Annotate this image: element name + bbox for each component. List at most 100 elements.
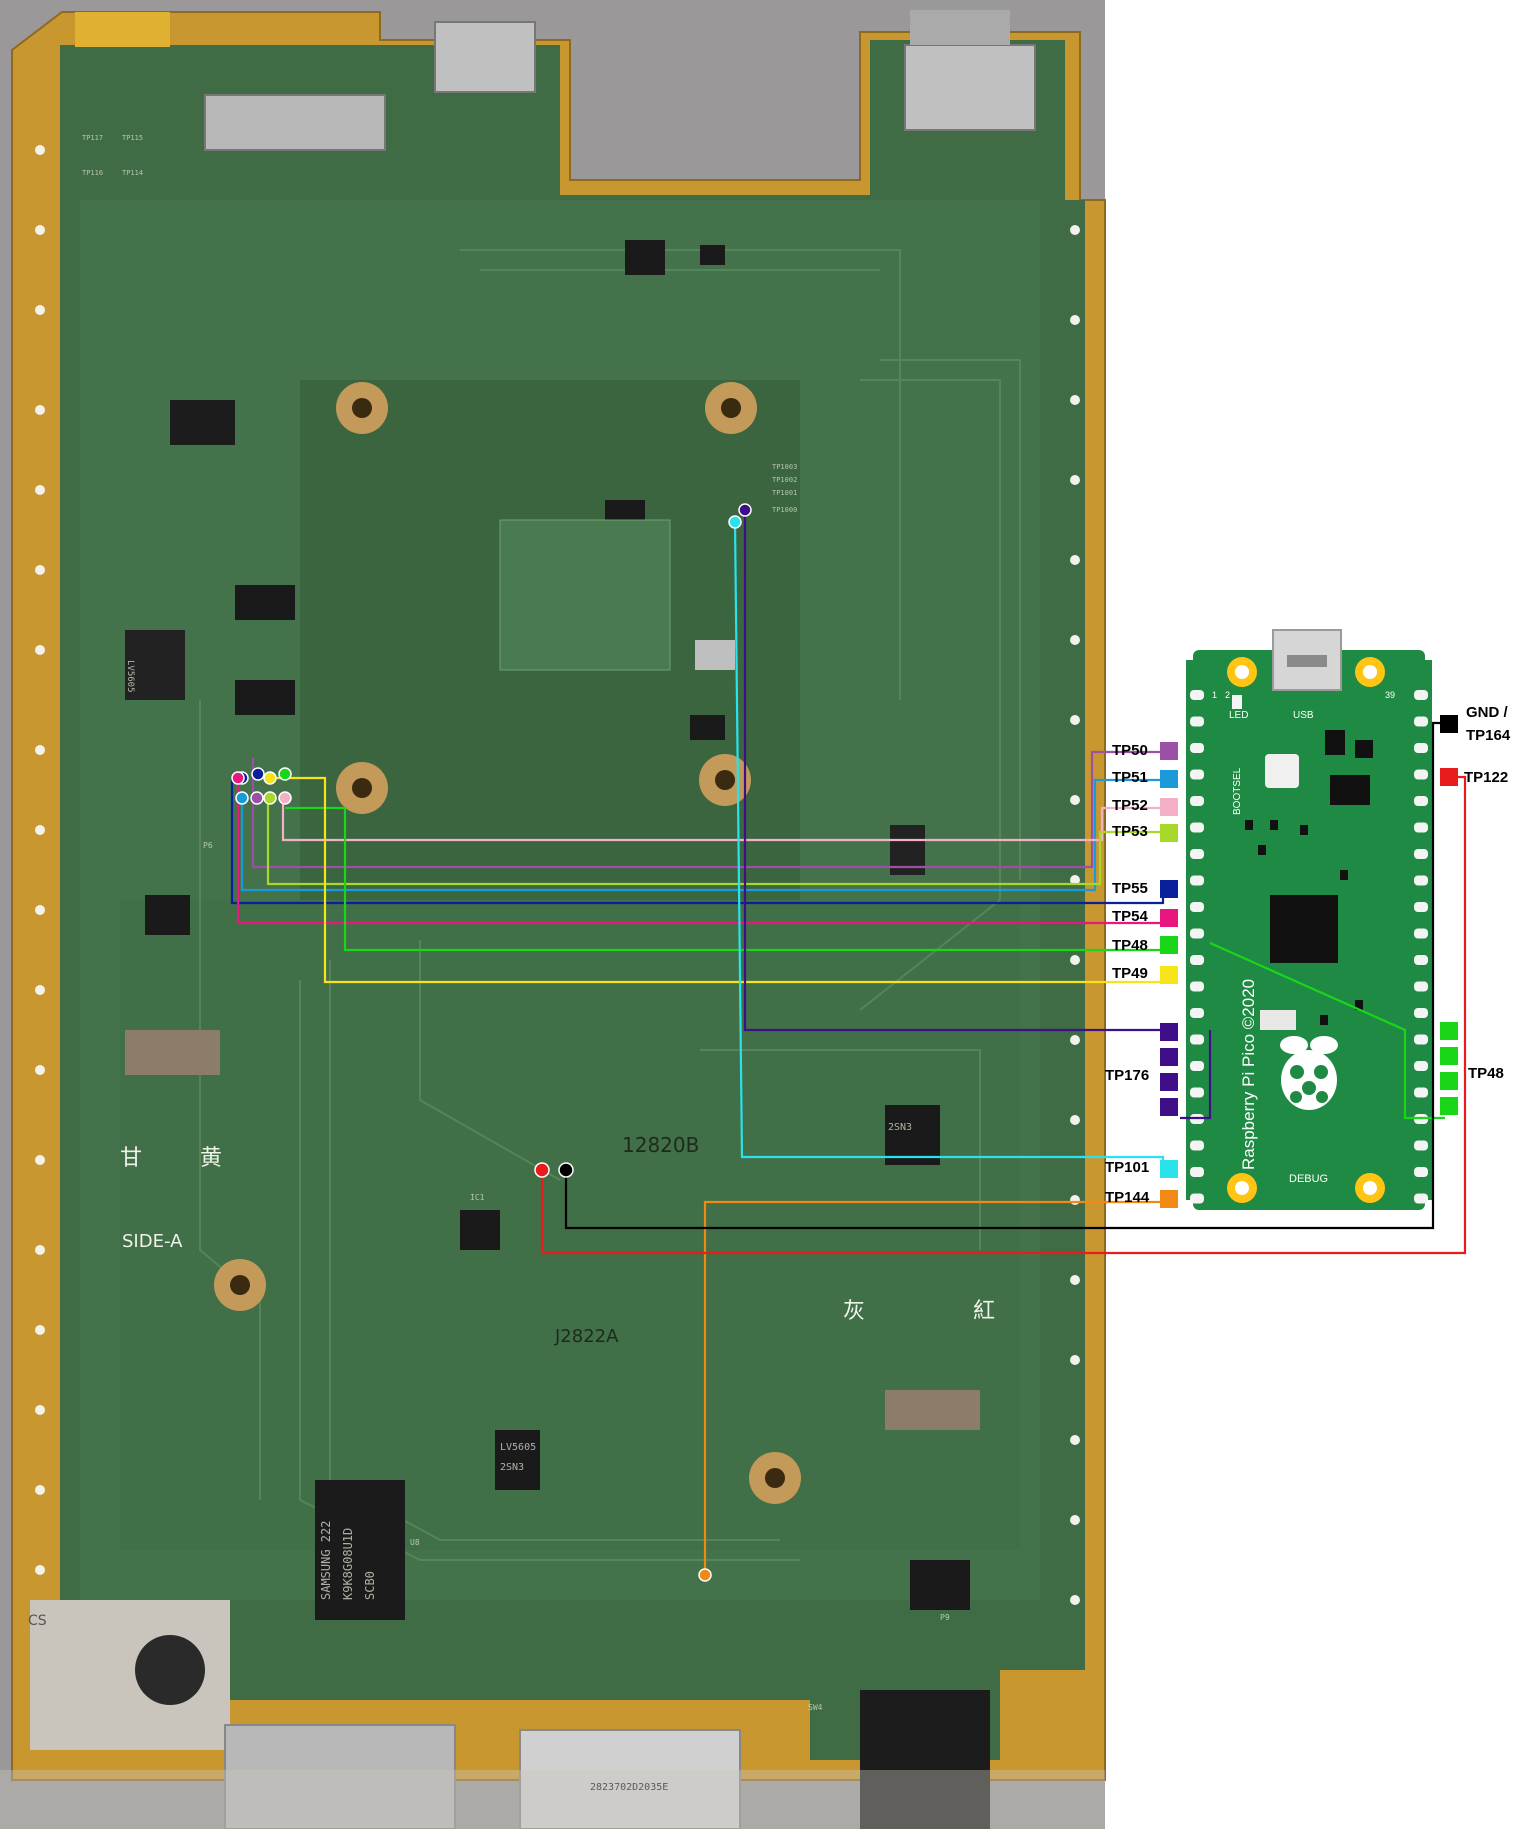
label-tp54: TP54 — [1112, 908, 1149, 925]
label-tp48: TP48 — [1112, 937, 1148, 954]
label-tp50: TP50 — [1112, 742, 1148, 759]
silk-tp116: TP116 — [82, 169, 103, 177]
tp164-dot — [558, 1162, 574, 1178]
wire-tp144 — [703, 1200, 1163, 1575]
memory-label-1: SAMSUNG 222 — [319, 1521, 333, 1600]
board-test-points — [231, 503, 752, 1582]
label-tp122: TP122 — [1464, 769, 1508, 786]
silk-tp1000: TP1000 — [772, 506, 797, 514]
chip-label-4: 2SN3 — [500, 1462, 524, 1473]
pico-pin-pad — [1190, 822, 1204, 833]
label-tp164: TP164 — [1466, 727, 1511, 744]
pin2-label: 2 — [1225, 690, 1230, 700]
silk-u8: U8 — [410, 1538, 420, 1547]
pcb-board: SIDE-A 12820B J2822A LV5605 2SN3 LV5605 … — [0, 0, 1106, 1829]
wires — [230, 513, 1467, 1575]
pico-pin-pad — [1414, 981, 1428, 992]
pico-pin-pad — [1190, 1008, 1204, 1018]
wire-tp48-pico — [1209, 941, 1445, 1120]
bootsel-button[interactable] — [1265, 754, 1299, 788]
silk-cs: CS — [28, 1613, 47, 1629]
pico-pin-pad — [1190, 796, 1204, 806]
pico-pin-pad — [1414, 928, 1428, 939]
tp122-dot — [534, 1162, 550, 1178]
tp-pink-dot — [278, 791, 292, 805]
chip-label-3: LV5605 — [500, 1442, 536, 1453]
pico-pin-pad — [1190, 981, 1204, 992]
wire-tp176 — [743, 513, 1163, 1032]
chip-label-2: 2SN3 — [888, 1122, 912, 1133]
label-gnd: GND / — [1466, 704, 1509, 721]
pico-pin-pad — [1190, 716, 1204, 727]
wire-tp52 — [281, 798, 1163, 842]
pico-pin-pad — [1190, 769, 1204, 780]
pico-pin-pad — [1414, 1008, 1428, 1018]
wire-tp51 — [240, 778, 1163, 892]
tp101-dot — [728, 515, 742, 529]
pin39-label: 39 — [1385, 690, 1395, 700]
label-tp144: TP144 — [1105, 1189, 1150, 1206]
pico-pin-pad — [1190, 743, 1204, 753]
silk-side-a: SIDE-A — [122, 1231, 183, 1252]
bootsel-label: BOOTSEL — [1232, 767, 1243, 815]
tp-magenta-dot — [231, 771, 245, 785]
pico-pin-pad — [1190, 849, 1204, 859]
pico-pin-pad — [1190, 875, 1204, 886]
label-tp53: TP53 — [1112, 823, 1148, 840]
pico-pin-pad — [1190, 955, 1204, 965]
label-tp176: TP176 — [1105, 1067, 1149, 1084]
tp144-dot — [698, 1568, 712, 1582]
label-tp55: TP55 — [1112, 880, 1148, 897]
pico-pin-pad — [1414, 1167, 1428, 1177]
label-tp101: TP101 — [1105, 1159, 1149, 1176]
tp-yellow-dot — [263, 771, 277, 785]
pico-pin-pad — [1414, 690, 1428, 700]
mounting-holes — [214, 382, 801, 1504]
pico-pin-pad — [1190, 1140, 1204, 1151]
label-tp51: TP51 — [1112, 769, 1148, 786]
tp-lime-dot — [263, 791, 277, 805]
silk-ic1: IC1 — [470, 1193, 485, 1202]
silk-tp115: TP115 — [122, 134, 143, 142]
memory-label-2: K9K8G08U1D — [341, 1528, 355, 1600]
pico-pin-pad — [1190, 1061, 1204, 1071]
usb-label: USB — [1293, 710, 1314, 721]
label-tp52: TP52 — [1112, 797, 1148, 814]
silk-handwriting-1: 12820B — [622, 1133, 699, 1157]
connector-squares — [1160, 715, 1458, 1208]
pico-pin-pad — [1190, 1167, 1204, 1177]
pico-pin-pad — [1190, 928, 1204, 939]
wire-tp53 — [266, 798, 1163, 886]
pcb-chips — [125, 240, 990, 1829]
pico-pin-pad — [1190, 690, 1204, 700]
label-tp48-right: TP48 — [1468, 1065, 1504, 1082]
wire-tp176-pico — [1180, 1030, 1212, 1120]
debug-label: DEBUG — [1289, 1173, 1328, 1185]
wire-tp50 — [251, 750, 1163, 869]
silk-tp1001: TP1001 — [772, 489, 797, 497]
tp-purple-dot — [250, 791, 264, 805]
silk-tp117: TP117 — [82, 134, 103, 142]
pico-pin-pad — [1190, 1087, 1204, 1098]
raspberry-pi-pico: LED USB 39 2 1 BOOTSEL Raspberr — [1186, 629, 1432, 1210]
rp2040-chip — [1270, 895, 1338, 963]
silk-kanji-3: 灰 — [843, 1299, 865, 1324]
silk-serial: 2823702D2035E — [590, 1782, 668, 1793]
pico-pin-pad — [1414, 1034, 1428, 1045]
silk-sw4: SW4 — [808, 1703, 823, 1712]
tp176-dot — [738, 503, 752, 517]
silk-kanji-2: 黄 — [200, 1146, 222, 1171]
silk-tp1002: TP1002 — [772, 476, 797, 484]
pico-title: Raspberry Pi Pico ©2020 — [1239, 979, 1258, 1170]
pico-pin-pad — [1414, 822, 1428, 833]
pico-pin-pad — [1190, 1193, 1204, 1204]
silk-p6: P6 — [203, 841, 213, 850]
pico-pin-pad — [1414, 849, 1428, 859]
chip-label-1: LV5605 — [125, 660, 135, 693]
led — [1232, 695, 1242, 709]
pico-pin-pad — [1414, 769, 1428, 780]
pico-pin-pad — [1414, 955, 1428, 965]
pico-pin-pad — [1414, 875, 1428, 886]
pico-pin-pad — [1414, 902, 1428, 912]
